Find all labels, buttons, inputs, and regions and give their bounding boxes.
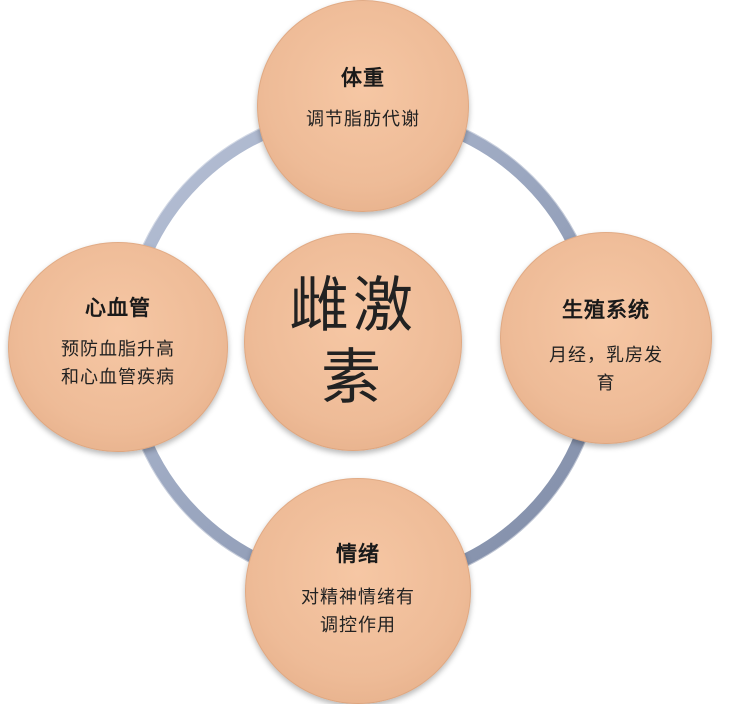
node-emotion: 情绪 对精神情绪有 调控作用 — [245, 478, 471, 704]
node-weight-desc: 调节脂肪代谢 — [306, 109, 420, 130]
node-reproductive-system: 生殖系统 月经，乳房发 育 — [500, 232, 712, 444]
node-reproductive-system-desc: 月经，乳房发 育 — [549, 345, 663, 394]
center-label: 雌激 素 — [289, 271, 417, 413]
node-reproductive-system-title: 生殖系统 — [562, 298, 650, 322]
node-cardiovascular-desc: 预防血脂升高 和心血管疾病 — [61, 339, 175, 388]
node-emotion-desc: 对精神情绪有 调控作用 — [301, 587, 415, 636]
node-weight: 体重 调节脂肪代谢 — [257, 0, 469, 212]
node-cardiovascular: 心血管 预防血脂升高 和心血管疾病 — [8, 242, 228, 452]
node-emotion-title: 情绪 — [336, 542, 380, 566]
node-weight-title: 体重 — [341, 66, 385, 90]
node-cardiovascular-title: 心血管 — [85, 296, 151, 320]
center-node: 雌激 素 — [244, 233, 462, 451]
